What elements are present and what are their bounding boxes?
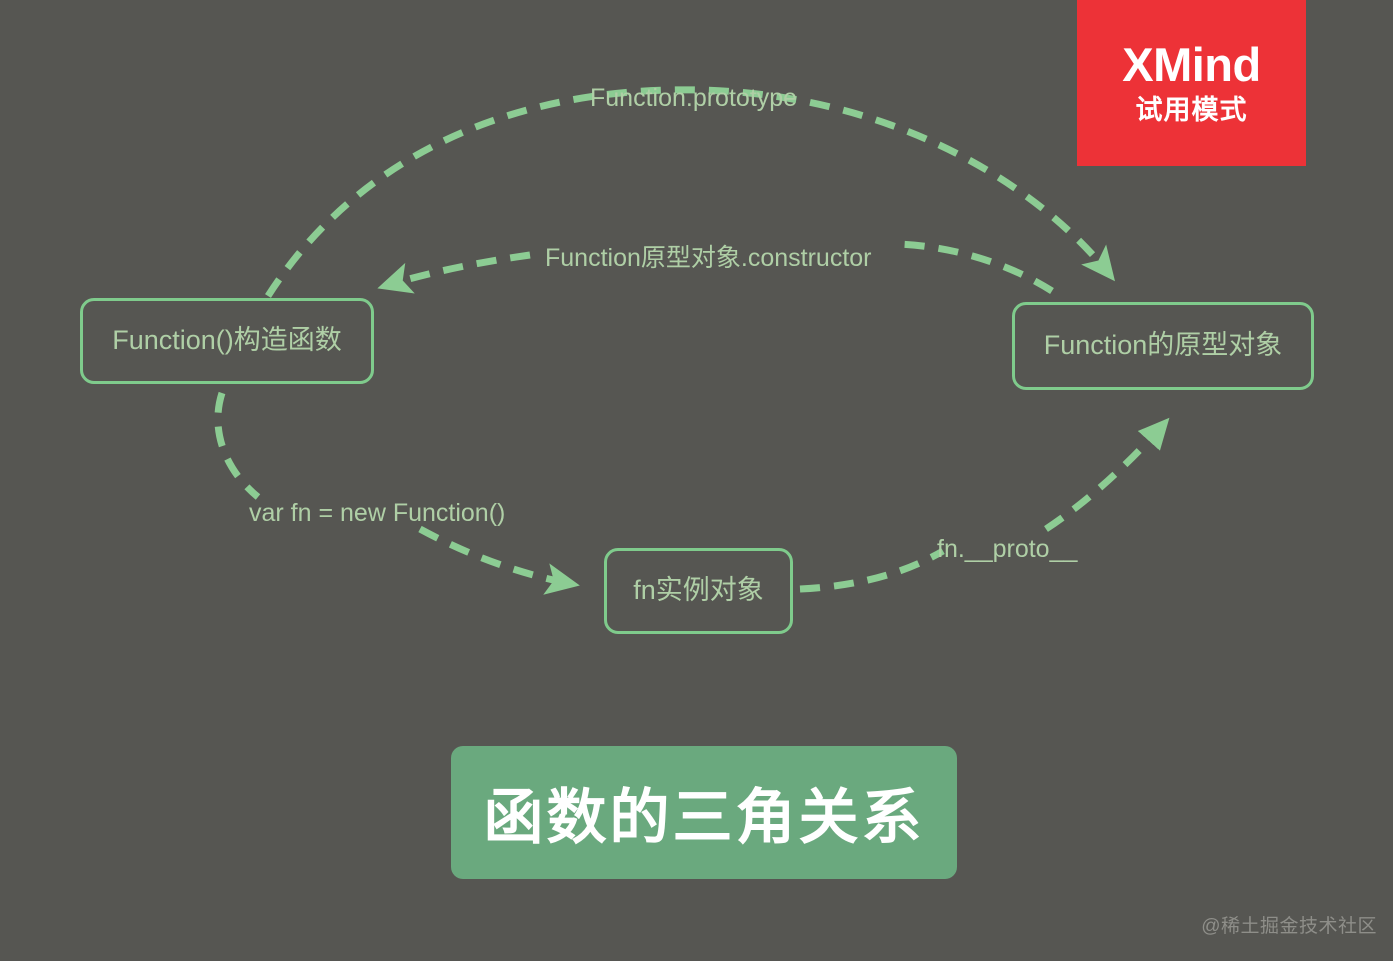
edge-label-function-prototype: Function.prototype bbox=[590, 84, 798, 112]
edge-label-constructor: Function原型对象.constructor bbox=[545, 244, 872, 272]
edge-function-prototype bbox=[265, 86, 1116, 298]
node-label: Function的原型对象 bbox=[1043, 330, 1283, 361]
node-fn-instance[interactable]: fn实例对象 bbox=[604, 548, 793, 634]
corner-watermark: @稀土掘金技术社区 bbox=[1201, 916, 1377, 937]
node-label: fn实例对象 bbox=[633, 575, 764, 606]
title-banner-text: 函数的三角关系 bbox=[483, 784, 925, 851]
title-banner: 函数的三角关系 bbox=[451, 746, 957, 879]
edge-new-function-tail bbox=[418, 525, 580, 595]
node-function-prototype-object[interactable]: Function的原型对象 bbox=[1012, 302, 1314, 390]
node-function-constructor[interactable]: Function()构造函数 bbox=[80, 298, 374, 384]
edge-constructor-back-tail bbox=[377, 251, 531, 294]
edge-constructor-back bbox=[894, 240, 1054, 294]
edge-new-function-head bbox=[214, 391, 261, 500]
xmind-trial-mode-text: 试用模式 bbox=[1135, 94, 1248, 125]
node-label: Function()构造函数 bbox=[112, 325, 342, 356]
xmind-logo-text: XMind bbox=[1122, 38, 1261, 92]
edge-label-new-function: var fn = new Function() bbox=[249, 499, 506, 527]
edge-proto-lower bbox=[799, 547, 945, 593]
edge-label-proto: fn.__proto__ bbox=[937, 535, 1078, 563]
edge-proto-upper bbox=[1044, 417, 1170, 532]
xmind-trial-badge: XMind 试用模式 bbox=[1077, 0, 1306, 166]
